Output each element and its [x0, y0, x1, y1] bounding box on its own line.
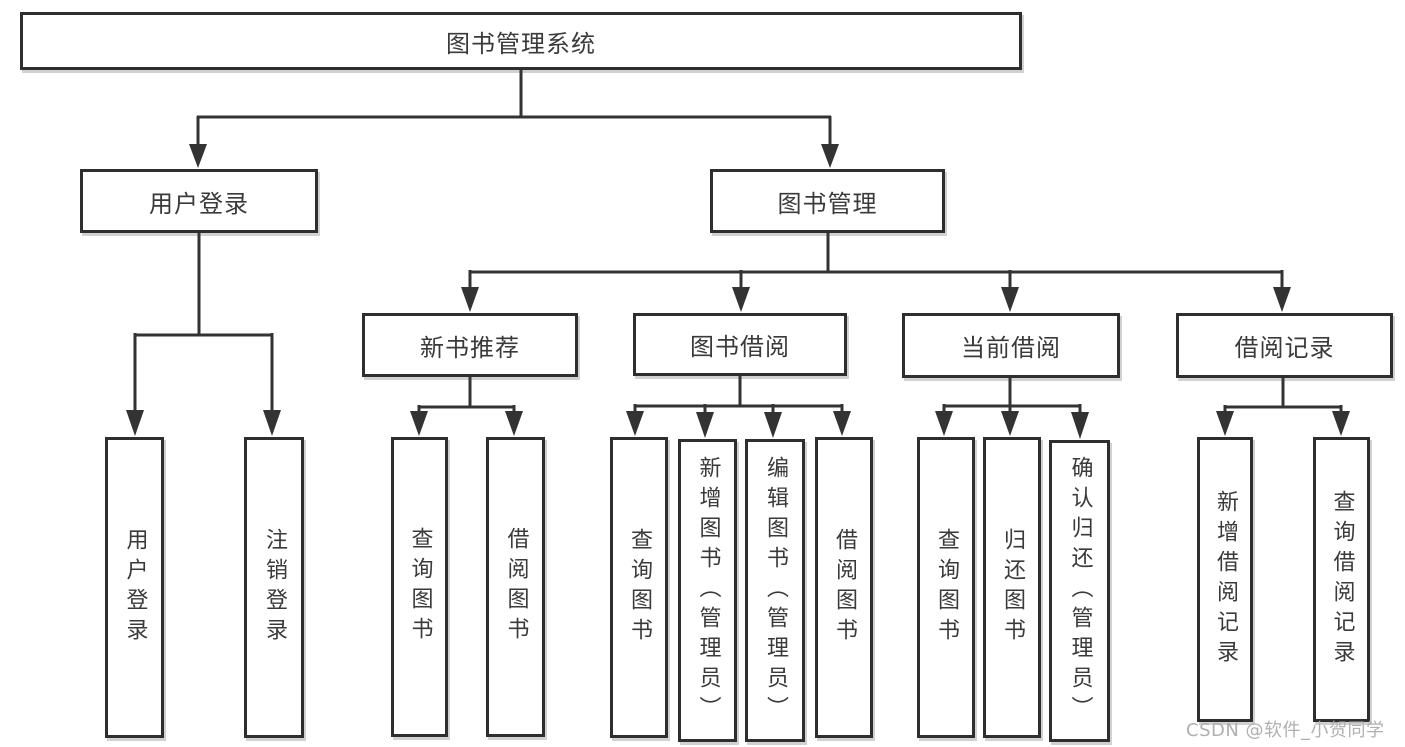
- leaf-confirm-return-admin: 确认归还（管理员）: [1049, 440, 1110, 742]
- leaf-borrow-books-recommend: 借阅图书: [486, 437, 545, 737]
- leaf-edit-book-admin-label: 编辑图书（管理员）: [763, 455, 788, 726]
- node-current-borrowing-label: 当前借阅: [961, 334, 1061, 362]
- leaf-query-books-recommend-label: 查询图书: [407, 527, 433, 647]
- node-system-root: 图书管理系统: [20, 12, 1022, 70]
- leaf-add-book-admin: 新增图书（管理员）: [678, 439, 737, 742]
- node-user-login-label: 用户登录: [149, 189, 249, 218]
- node-book-management-label: 图书管理: [777, 189, 878, 218]
- leaf-borrow-books: 借阅图书: [815, 437, 873, 738]
- leaf-return-books: 归还图书: [983, 437, 1041, 738]
- leaf-query-books-current-label: 查询图书: [934, 527, 959, 648]
- node-new-book-recommend-label: 新书推荐: [420, 333, 520, 362]
- csdn-watermark: CSDN @软件_小贺同学: [1186, 720, 1385, 741]
- leaf-query-borrow-record: 查询借阅记录: [1313, 437, 1370, 722]
- leaf-edit-book-admin: 编辑图书（管理员）: [745, 439, 805, 742]
- leaf-add-borrow-record: 新增借阅记录: [1197, 437, 1253, 722]
- leaf-user-login-label: 用户登录: [122, 527, 148, 648]
- leaf-logout-login: 注销登录: [244, 437, 304, 738]
- node-book-management: 图书管理: [710, 169, 945, 233]
- leaf-query-books-current: 查询图书: [917, 437, 975, 738]
- leaf-borrow-books-recommend-label: 借阅图书: [503, 527, 529, 647]
- node-borrow-records-label: 借阅记录: [1234, 334, 1335, 362]
- leaf-borrow-books-label: 借阅图书: [832, 527, 857, 648]
- node-book-borrowing-label: 图书借阅: [690, 333, 790, 361]
- node-user-login: 用户登录: [80, 169, 318, 233]
- leaf-query-borrow-record-label: 查询借阅记录: [1329, 489, 1355, 670]
- leaf-logout-login-label: 注销登录: [262, 527, 287, 648]
- leaf-add-book-admin-label: 新增图书（管理员）: [695, 455, 721, 726]
- leaf-return-books-label: 归还图书: [1000, 527, 1025, 648]
- leaf-query-books-recommend: 查询图书: [391, 437, 448, 737]
- leaf-add-borrow-record-label: 新增借阅记录: [1213, 489, 1238, 670]
- leaf-user-login: 用户登录: [105, 437, 164, 738]
- leaf-confirm-return-admin-label: 确认归还（管理员）: [1067, 456, 1093, 726]
- node-system-root-label: 图书管理系统: [446, 29, 596, 58]
- leaf-query-books-borrowing-label: 查询图书: [627, 527, 652, 648]
- node-book-borrowing: 图书借阅: [633, 313, 847, 376]
- node-new-book-recommend: 新书推荐: [362, 313, 578, 377]
- node-current-borrowing: 当前借阅: [902, 313, 1120, 378]
- leaf-query-books-borrowing: 查询图书: [610, 437, 668, 738]
- node-borrow-records: 借阅记录: [1176, 313, 1393, 378]
